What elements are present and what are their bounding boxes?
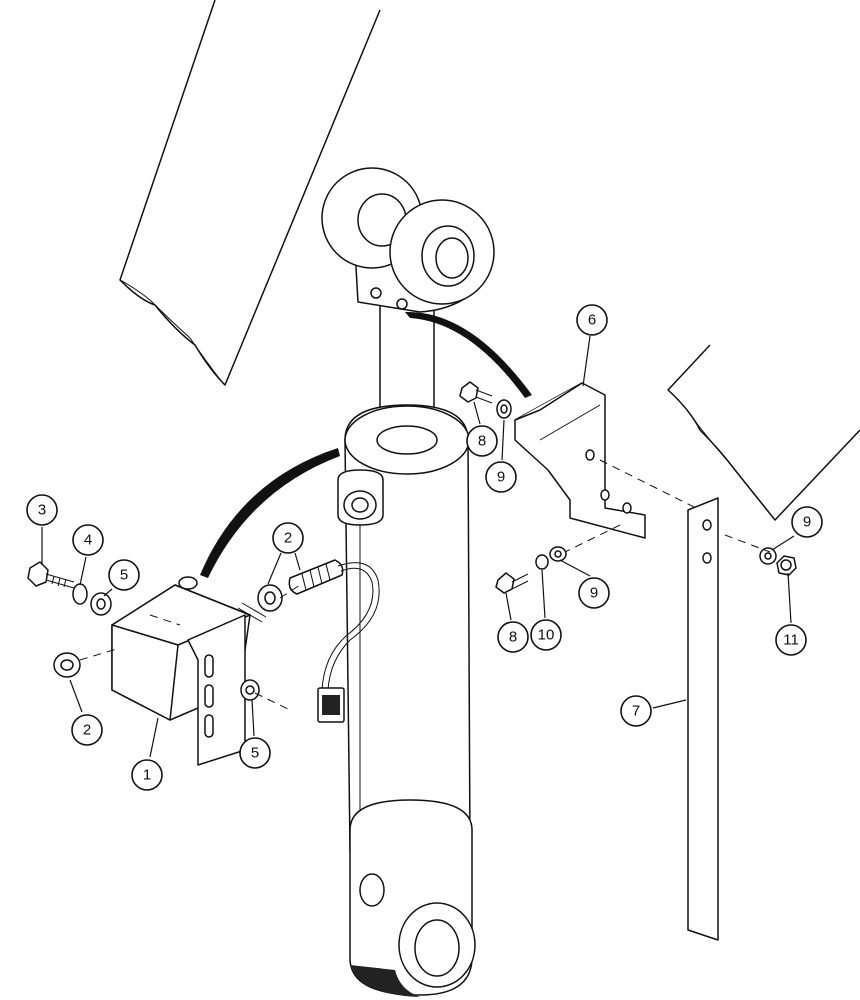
- hydraulic-cylinder: [321, 167, 495, 997]
- svg-text:9: 9: [497, 469, 505, 486]
- callout-2-right: 2: [272, 522, 304, 554]
- boom-arm-left: [119, 0, 381, 386]
- nut-2-left: [53, 652, 81, 678]
- svg-text:8: 8: [478, 433, 486, 450]
- svg-text:6: 6: [588, 312, 596, 329]
- callout-8-top: 8: [466, 425, 498, 457]
- callout-3: 3: [26, 494, 58, 526]
- mounting-bracket: [514, 382, 646, 539]
- nut-2-right: [257, 584, 283, 612]
- callout-4: 4: [72, 524, 104, 556]
- washer-9-bottom: [549, 546, 567, 562]
- washer-9-right: [759, 547, 777, 565]
- callout-2-left: 2: [71, 714, 103, 746]
- alignment-lines: [79, 459, 771, 711]
- bolt-8-bottom: [495, 572, 529, 594]
- svg-text:5: 5: [251, 745, 259, 762]
- boom-arm-right: [667, 344, 860, 521]
- washer-9-top: [496, 399, 512, 419]
- callout-6: 6: [576, 304, 608, 336]
- svg-text:7: 7: [632, 703, 640, 720]
- assembly-arrow-left: [200, 448, 340, 578]
- svg-text:8: 8: [509, 629, 517, 646]
- nut-11: [776, 555, 797, 576]
- svg-text:4: 4: [84, 532, 92, 549]
- washer-5-top: [90, 592, 112, 616]
- callout-10: 10: [530, 619, 562, 651]
- proximity-sensor: [288, 559, 380, 723]
- svg-text:5: 5: [120, 567, 128, 584]
- lockwasher-4: [72, 583, 88, 605]
- svg-text:3: 3: [38, 502, 46, 519]
- callout-5-bottom: 5: [239, 737, 271, 769]
- callout-9-right: 9: [791, 506, 823, 538]
- svg-text:10: 10: [538, 627, 555, 644]
- svg-text:11: 11: [783, 632, 799, 649]
- callout-11: 11: [775, 624, 807, 656]
- svg-text:9: 9: [590, 585, 598, 602]
- bolt-8-top: [459, 381, 493, 404]
- callout-8-bottom: 8: [497, 621, 529, 653]
- leader-lines: [41, 335, 795, 758]
- callout-9-top: 9: [485, 461, 517, 493]
- svg-text:1: 1: [143, 767, 151, 784]
- bolt-3: [27, 561, 75, 589]
- callout-9-bottom: 9: [578, 577, 610, 609]
- svg-text:9: 9: [803, 514, 811, 531]
- support-strap: [687, 497, 719, 941]
- washer-5-bottom: [240, 679, 260, 701]
- switch-box: [111, 576, 267, 766]
- assembly-arrow-right: [405, 311, 532, 398]
- svg-text:2: 2: [284, 530, 292, 547]
- callout-5-top: 5: [108, 559, 140, 591]
- callout-7: 7: [620, 695, 652, 727]
- lockwasher-10: [535, 554, 549, 570]
- svg-text:2: 2: [83, 722, 91, 739]
- callout-1: 1: [131, 759, 163, 791]
